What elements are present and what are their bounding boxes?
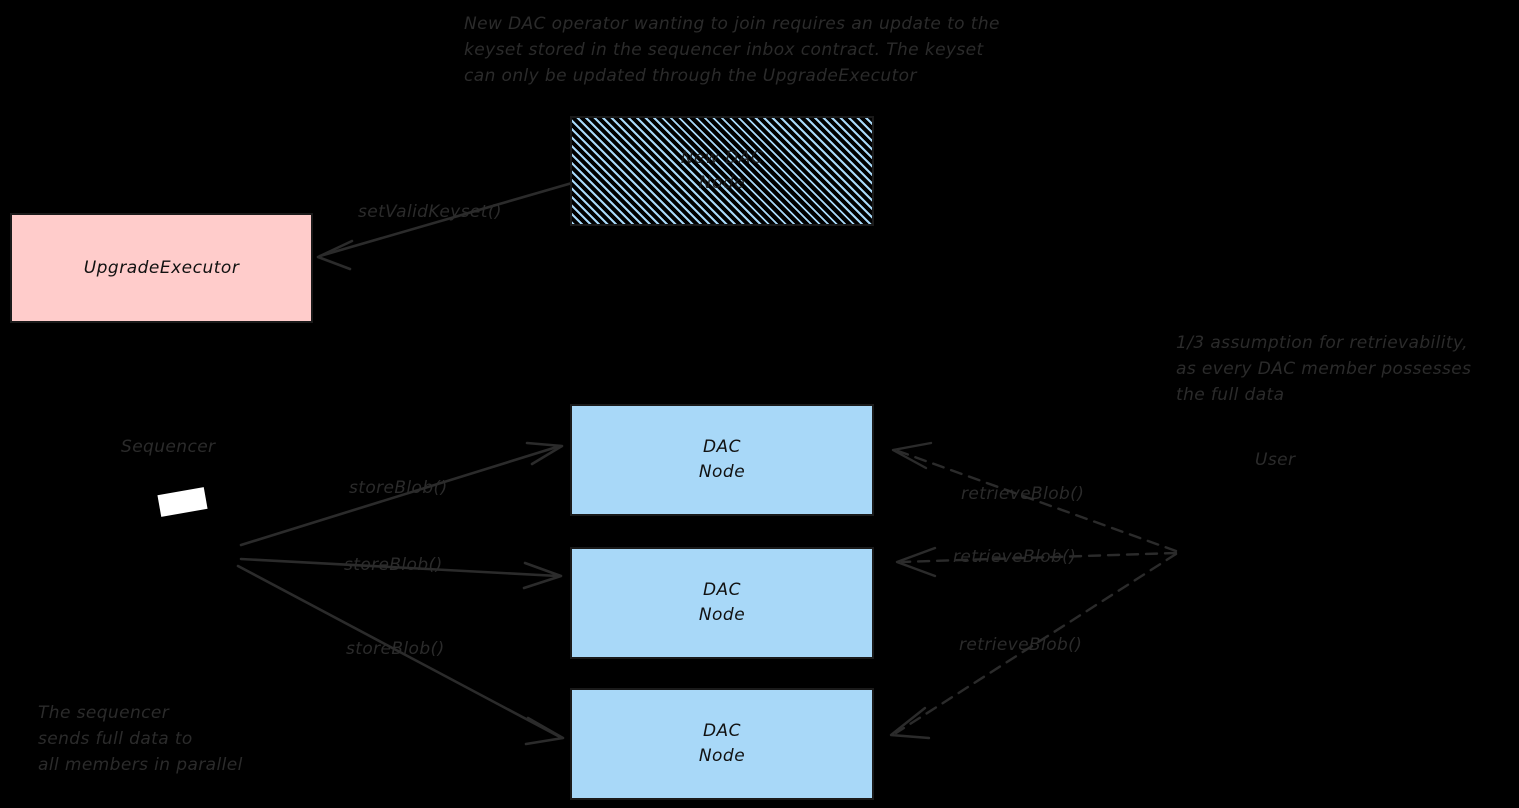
actor-sequencer-label: Sequencer <box>121 437 216 457</box>
edge-label-store-blob-1: storeBlob() <box>349 478 448 498</box>
node-new-dac-node[interactable]: New DAC Node <box>570 116 874 226</box>
node-dac-node-2[interactable]: DAC Node <box>570 547 874 659</box>
node-dac-node-3[interactable]: DAC Node <box>570 688 874 800</box>
sequencer-glyph-icon <box>157 487 208 517</box>
edge-label-retrieve-blob-3: retrieveBlob() <box>959 635 1083 655</box>
actor-user-label: User <box>1255 450 1296 470</box>
node-dac-node-1-label: DAC Node <box>698 437 746 482</box>
node-dac-node-1[interactable]: DAC Node <box>570 404 874 516</box>
note-keyset-update: New DAC operator wanting to join require… <box>464 14 1000 86</box>
node-upgrade-executor[interactable]: UpgradeExecutor <box>10 213 313 323</box>
node-dac-node-3-label: DAC Node <box>698 721 746 766</box>
node-upgrade-executor-label: UpgradeExecutor <box>83 257 240 278</box>
edge-label-set-valid-keyset: setValidKeyset() <box>358 202 502 222</box>
edge-label-retrieve-blob-1: retrieveBlob() <box>961 484 1085 504</box>
node-dac-node-2-label: DAC Node <box>698 580 746 625</box>
edge-label-retrieve-blob-2: retrieveBlob() <box>953 547 1077 567</box>
edge-label-store-blob-3: storeBlob() <box>346 639 445 659</box>
note-retrievability-assumption: 1/3 assumption for retrievability, as ev… <box>1176 333 1472 405</box>
edge-set-valid-keyset <box>316 181 574 271</box>
note-sequencer-parallel-send: The sequencer sends full data to all mem… <box>38 703 243 775</box>
edge-label-store-blob-2: storeBlob() <box>344 555 443 575</box>
node-new-dac-node-label: New DAC Node <box>680 148 764 193</box>
